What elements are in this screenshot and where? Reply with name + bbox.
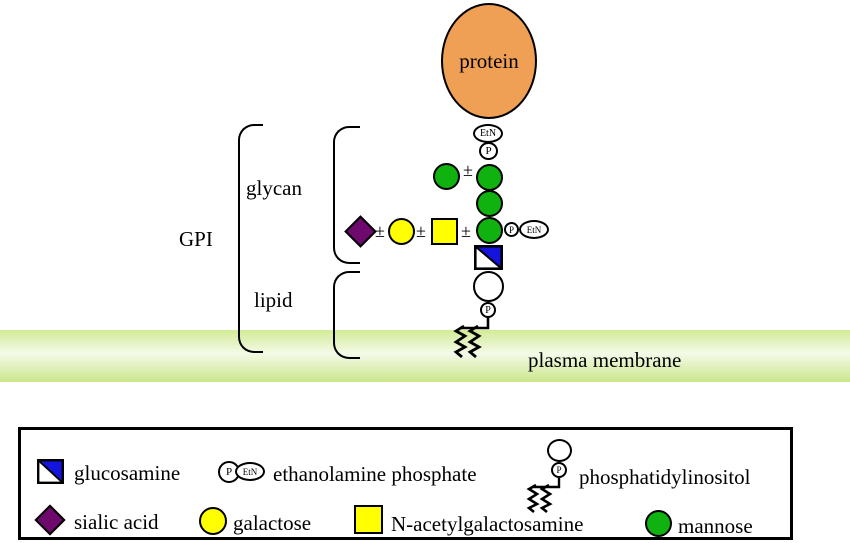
- mannose-side-branch: [433, 163, 460, 190]
- mannose-3: [476, 217, 503, 244]
- mannose-label: mannose: [678, 514, 753, 538]
- lipid-tails: [453, 318, 490, 359]
- plus-minus-1: ±: [375, 221, 385, 241]
- gpi-bracket: [238, 124, 263, 353]
- mannose-2: [476, 190, 503, 217]
- phosphatidylinositol-label: phosphatidylinositol: [579, 465, 751, 489]
- n-acetylgalactosamine-node: [431, 218, 458, 245]
- plus-minus-2: ±: [416, 221, 426, 241]
- ethanolamine-node: EtN: [473, 124, 503, 143]
- phosphate-small-icon: P: [551, 462, 567, 478]
- gpi-label: GPI: [179, 227, 213, 251]
- p-text: P: [556, 465, 562, 475]
- p-text: P: [485, 145, 492, 157]
- protein-label: protein: [459, 48, 519, 73]
- glucosamine-label: glucosamine: [74, 461, 181, 485]
- p-text: P: [485, 304, 491, 316]
- etn-text: EtN: [479, 128, 497, 139]
- plasma-membrane-label: plasma membrane: [528, 348, 682, 372]
- glycan-label: glycan: [246, 176, 302, 200]
- n-acetylgalactosamine-icon: [354, 505, 383, 534]
- galactose-node: [388, 218, 415, 245]
- ethanolamine-node-side: EtN: [519, 220, 549, 239]
- phosphate-node-bottom: P: [480, 302, 496, 318]
- inositol-node: [473, 271, 504, 302]
- mannose-1: [476, 164, 503, 191]
- etn-text: EtN: [242, 466, 258, 477]
- glucosamine-icon: [37, 459, 65, 485]
- lipid-tails-icon: [526, 478, 561, 514]
- inositol-icon: [547, 439, 572, 462]
- sialic-acid-icon: [34, 504, 66, 536]
- ethanolamine-icon: EtN: [235, 462, 265, 481]
- protein-oval: protein: [441, 3, 537, 119]
- galactose-icon: [199, 507, 227, 535]
- n-acetylgalactosamine-label: N-acetylgalactosamine: [391, 512, 584, 536]
- sialic-acid-label: sialic acid: [74, 510, 159, 534]
- glucosamine-node: [473, 244, 503, 270]
- phosphate-node: P: [479, 142, 498, 160]
- p-text: P: [225, 466, 233, 478]
- plasma-membrane-band: [0, 330, 850, 382]
- p-text: P: [508, 224, 514, 235]
- lipid-label: lipid: [254, 288, 293, 312]
- plus-minus-top: ±: [463, 160, 473, 180]
- mannose-icon: [645, 510, 672, 537]
- phosphate-node-side: P: [504, 222, 519, 237]
- glycan-bracket: [333, 126, 360, 264]
- etn-text: EtN: [526, 224, 542, 235]
- galactose-label: galactose: [233, 511, 312, 535]
- plus-minus-3: ±: [461, 221, 471, 241]
- legend-box: glucosamine P EtN ethanolamine phosphate…: [18, 427, 793, 540]
- lipid-bracket: [333, 271, 360, 359]
- ethanolamine-phosphate-label: ethanolamine phosphate: [273, 462, 477, 486]
